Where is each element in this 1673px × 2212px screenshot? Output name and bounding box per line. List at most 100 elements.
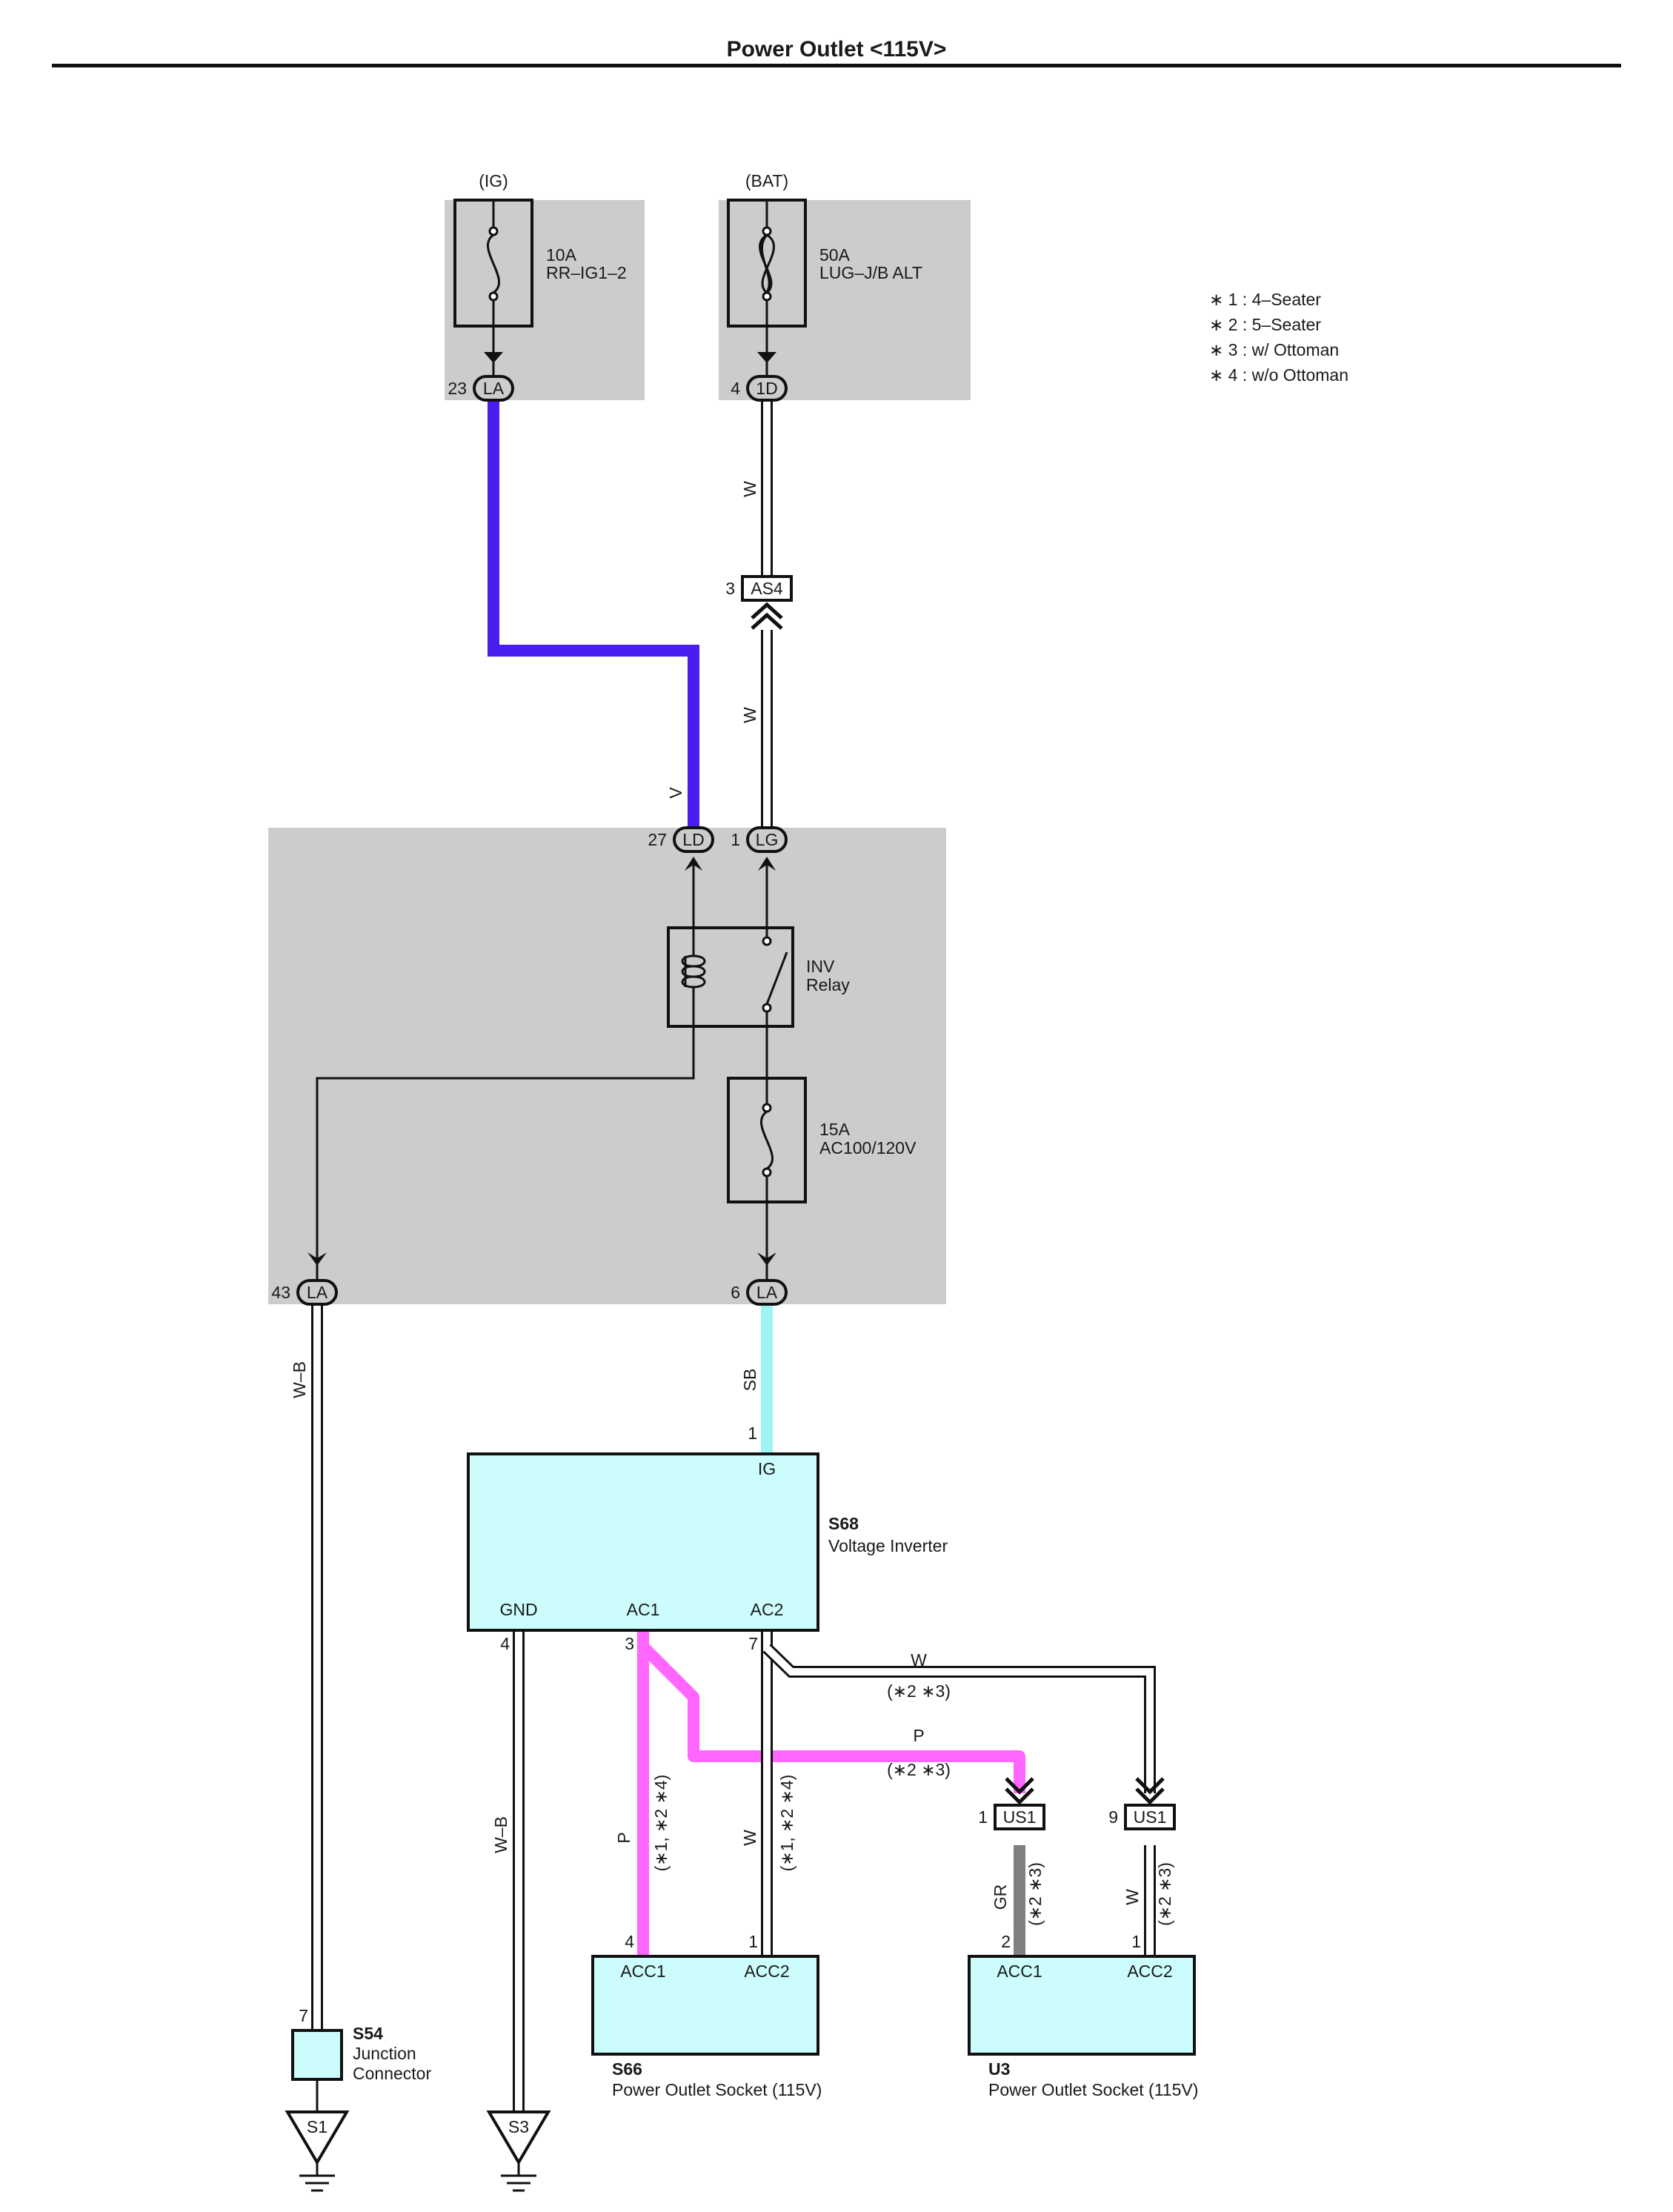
s54-box (291, 2029, 343, 2081)
connector-lg-code: LG (756, 830, 779, 849)
connector-us1-9-pin: 9 (1108, 1807, 1118, 1827)
s68-name: Voltage Inverter (828, 1536, 948, 1555)
relay-block-zone (268, 828, 946, 1304)
bat-fuse-zone (719, 200, 971, 400)
connector-us1-1: US1 1 (978, 1777, 1045, 1830)
wire-label-gr-u3-note: (∗2 ∗3) (1025, 1862, 1045, 1926)
s68-pin-ac1: 3 (625, 1634, 634, 1653)
connector-ld-code: LD (682, 830, 704, 849)
connector-la-6: LA 6 (731, 1252, 788, 1306)
wire-label-v: V (666, 787, 685, 799)
connector-ld-pin: 27 (648, 830, 667, 849)
u3-box (968, 1955, 1196, 2056)
wire-label-p-s66-note: (∗1, ∗2 ∗4) (651, 1775, 671, 1872)
component-s68: 1 IG GND AC1 AC2 4 3 7 S68 Voltage Inver… (467, 1424, 948, 1653)
connector-la-23-code: LA (483, 379, 505, 398)
connector-us1-1-pin: 1 (978, 1807, 988, 1827)
fuse-bat-rating: 50A (819, 245, 851, 265)
s68-pin-ac2: 7 (748, 1634, 758, 1653)
wire-white-us1 (762, 1644, 1156, 1793)
connector-la-6-code: LA (756, 1283, 778, 1302)
u3-pin-acc1: 2 (1001, 1932, 1011, 1951)
fuse-ig: (IG) 10A RR–IG1–2 (453, 171, 627, 328)
connector-la-43-code: LA (307, 1283, 328, 1302)
connector-1d-code: 1D (756, 379, 777, 398)
fuse-bat-source: (BAT) (745, 171, 788, 190)
connector-la-43-pin: 43 (271, 1283, 290, 1302)
ig-fuse-zone (445, 200, 645, 400)
u3-term-acc1: ACC1 (997, 1962, 1042, 1981)
u3-term-acc2: ACC2 (1127, 1962, 1172, 1981)
u3-id: U3 (988, 2059, 1010, 2079)
wire-label-p-mid: P (913, 1726, 924, 1745)
s66-pin-acc2: 1 (748, 1932, 758, 1951)
connector-as4-pin: 3 (725, 579, 735, 598)
wire-label-w-s66: W (740, 1830, 759, 1846)
connector-us1-1-code: US1 (1003, 1807, 1037, 1827)
relay-label-line2: Relay (806, 975, 850, 994)
relay-box (667, 926, 794, 1028)
s66-term-acc1: ACC1 (620, 1962, 665, 1981)
connector-la-43: LA 43 (271, 1252, 338, 1306)
wire-label-wb-left: W–B (290, 1361, 309, 1398)
note-1: ∗ 1 : 4–Seater (1209, 290, 1321, 309)
s68-pin-ig: 1 (748, 1424, 757, 1443)
wire-label-w-top: W (911, 1650, 927, 1670)
component-s54: 7 S54 Junction Connector (291, 2006, 431, 2112)
inv-relay: INV Relay (667, 926, 850, 1028)
fuse-ac-rating: 15A (819, 1120, 851, 1139)
connector-1d-4: 1D 4 (731, 352, 788, 402)
connector-la-23-pin: 23 (448, 379, 467, 398)
connector-la-6-pin: 6 (731, 1283, 740, 1302)
connector-as4-code: AS4 (751, 579, 783, 598)
connector-lg-1: LG 1 (731, 826, 788, 871)
relay-switch-icon (765, 951, 788, 1005)
wire-pink-us1 (639, 1642, 1025, 1793)
u3-pin-acc2: 1 (1131, 1932, 1141, 1951)
s54-line1: Junction (353, 2044, 416, 2063)
component-u3: 2 1 ACC1 ACC2 U3 Power Outlet Socket (11… (968, 1932, 1198, 2099)
connector-us1-9-code: US1 (1134, 1807, 1167, 1827)
connector-lg-pin: 1 (731, 830, 740, 849)
s66-name: Power Outlet Socket (115V) (612, 2080, 822, 2099)
wire-label-gr-u3: GR (991, 1884, 1010, 1910)
fuse-bat: (BAT) 50A LUG–J/B ALT (727, 171, 922, 328)
connector-la-23: LA 23 (448, 352, 514, 402)
s68-term-ac1: AC1 (627, 1600, 660, 1619)
connector-us1-9: US1 9 (1108, 1777, 1176, 1830)
ground-s1: S1 (285, 2110, 350, 2192)
fuse-bat-name: LUG–J/B ALT (819, 263, 922, 282)
ground-s3-icon (486, 2110, 551, 2165)
s68-box (467, 1452, 819, 1632)
s66-id: S66 (612, 2059, 642, 2079)
wire-label-w-top-note: (∗2 ∗3) (887, 1681, 951, 1701)
wire-violet (488, 400, 699, 828)
fuse-ig-source: (IG) (479, 171, 508, 190)
ground-s1-icon (285, 2110, 350, 2165)
fuse-ig-name: RR–IG1–2 (546, 263, 627, 282)
component-s66: 4 1 ACC1 ACC2 S66 Power Outlet Socket (1… (591, 1932, 822, 2099)
ground-s1-label: S1 (307, 2117, 327, 2136)
wire-label-wb-gnd: W–B (491, 1816, 510, 1853)
connector-as4-3: AS4 3 (725, 575, 793, 630)
wire-label-w1: W (740, 481, 759, 497)
relay-coil-ground-wire (316, 1026, 695, 1252)
s66-box (591, 1955, 819, 2056)
s66-term-acc2: ACC2 (744, 1962, 789, 1981)
wire-label-w-s66-note: (∗1, ∗2 ∗4) (777, 1775, 796, 1872)
wire-label-w-u3: W (1122, 1889, 1142, 1905)
ground-s3-label: S3 (508, 2117, 529, 2136)
s68-id: S68 (828, 1514, 859, 1533)
title-rule (52, 64, 1621, 67)
wire-label-w-u3-note: (∗2 ∗3) (1155, 1862, 1174, 1926)
s66-pin-acc1: 4 (625, 1932, 634, 1951)
fuse-ig-rating: 10A (546, 245, 577, 265)
note-3: ∗ 3 : w/ Ottoman (1209, 340, 1339, 359)
wire-label-p-s66: P (614, 1832, 633, 1843)
note-4: ∗ 4 : w/o Ottoman (1209, 365, 1348, 385)
wire-label-p-mid-note: (∗2 ∗3) (887, 1760, 951, 1779)
legend-notes: ∗ 1 : 4–Seater ∗ 2 : 5–Seater ∗ 3 : w/ O… (1209, 290, 1348, 385)
s68-term-ig: IG (758, 1459, 776, 1478)
page-title: Power Outlet <115V> (727, 37, 947, 62)
